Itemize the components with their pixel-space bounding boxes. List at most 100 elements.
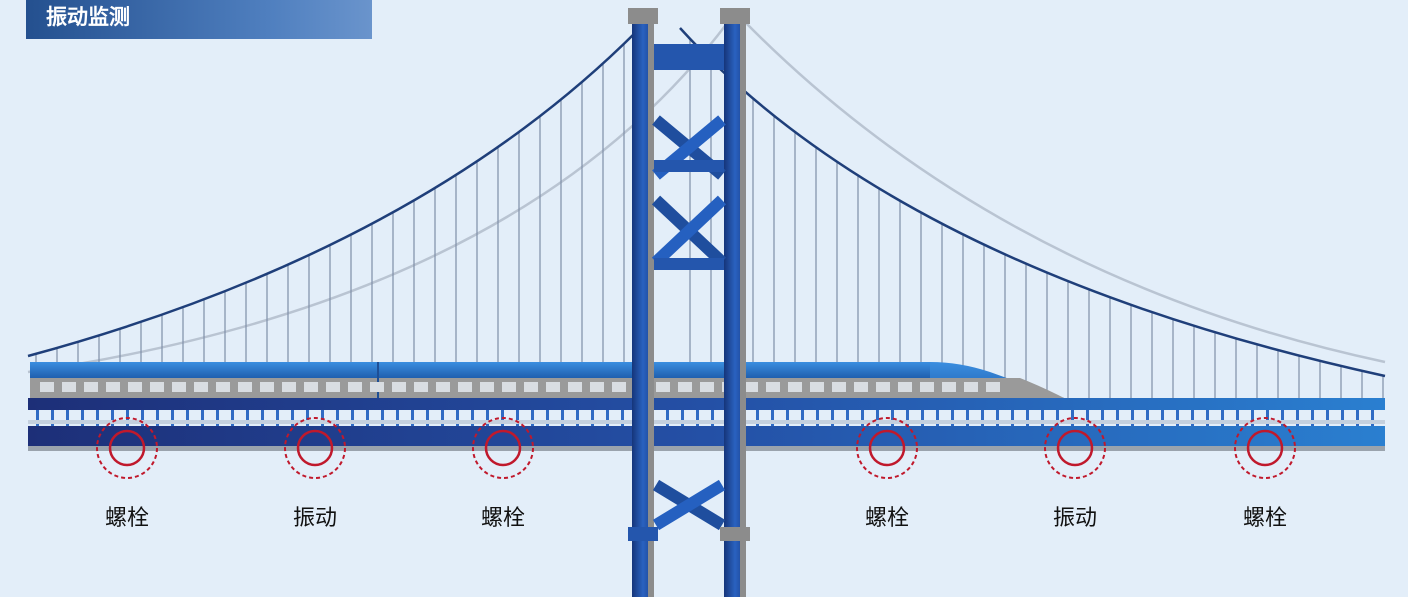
train-window [436, 382, 450, 392]
deck-truss-post [36, 410, 39, 426]
deck-truss-post [81, 410, 84, 426]
deck-truss-post [201, 410, 204, 426]
tower-leg-left-cap [628, 8, 658, 24]
deck-truss-post [396, 410, 399, 426]
train-window [216, 382, 230, 392]
train-window [260, 382, 274, 392]
deck-truss-post [231, 410, 234, 426]
deck-truss-post [156, 410, 159, 426]
sensor-label-bolt-3: 螺栓 [864, 506, 909, 531]
train-window [788, 382, 802, 392]
sensor-label-vibration-2: 振动 [1052, 506, 1097, 531]
tower-x-brace-2-b [651, 195, 727, 267]
deck-truss-post [1281, 410, 1284, 426]
deck-truss-post [1326, 410, 1329, 426]
tower-crossbeam [654, 44, 724, 70]
train-window [194, 382, 208, 392]
train-window [810, 382, 824, 392]
deck-truss-post [666, 410, 669, 426]
deck-truss-post [1221, 410, 1224, 426]
deck-truss-post [1191, 410, 1194, 426]
deck-truss-post [591, 410, 594, 426]
deck-truss-post [336, 410, 339, 426]
deck-truss-post [1176, 410, 1179, 426]
deck-truss-post [801, 410, 804, 426]
back-main-cable-right [744, 21, 1386, 364]
train-window [986, 382, 1000, 392]
deck-truss-post [786, 410, 789, 426]
deck-truss-post [291, 410, 294, 426]
deck-truss-post [51, 410, 54, 426]
sensor-outer-ring [472, 417, 534, 479]
sensor-outer-ring [96, 417, 158, 479]
train-nose-body [1020, 378, 1068, 400]
train-window [238, 382, 252, 392]
tower-x-brace-3-b [652, 479, 726, 531]
sensor-inner-ring [1246, 429, 1284, 467]
train-window [458, 382, 472, 392]
deck-girder [28, 426, 1385, 446]
train-window [480, 382, 494, 392]
train-window [678, 382, 692, 392]
train-window [700, 382, 714, 392]
sensor-label-bolt-2: 螺栓 [480, 506, 525, 531]
deck-truss-post [261, 410, 264, 426]
sensor-label-bolt-4: 螺栓 [1242, 506, 1287, 531]
back-main-cable-left [27, 21, 730, 374]
tower-leg-left-edge [648, 12, 654, 597]
deck-truss-post [111, 410, 114, 426]
deck-truss-post [1116, 410, 1119, 426]
deck-truss-post [846, 410, 849, 426]
page-title: 振动监测 [26, 0, 372, 39]
sensor-inner-ring [1056, 429, 1094, 467]
deck-truss-post [1206, 410, 1209, 426]
deck-truss-post [831, 410, 834, 426]
deck-truss-post [1011, 410, 1014, 426]
train-window [744, 382, 758, 392]
tower-leg-right-edge [740, 12, 746, 597]
sensor-inner-ring [296, 429, 334, 467]
deck-truss-post [771, 410, 774, 426]
train-window [40, 382, 54, 392]
train-window [172, 382, 186, 392]
deck-truss-post [1146, 410, 1149, 426]
deck-truss-post [1041, 410, 1044, 426]
train-window [590, 382, 604, 392]
sensor-inner-ring [484, 429, 522, 467]
sensor-outer-ring [1234, 417, 1296, 479]
deck-truss-post [696, 410, 699, 426]
deck-truss-post [171, 410, 174, 426]
deck-truss-post [621, 410, 624, 426]
deck-truss-post [486, 410, 489, 426]
train-window [414, 382, 428, 392]
deck-truss-post [351, 410, 354, 426]
deck-truss-post [561, 410, 564, 426]
sensor-outer-ring [856, 417, 918, 479]
train-window [106, 382, 120, 392]
deck-truss-post [711, 410, 714, 426]
deck-truss-post [141, 410, 144, 426]
sensor-label-vibration-1: 振动 [292, 506, 337, 531]
deck-truss-post [576, 410, 579, 426]
tower-foot-left [628, 527, 658, 541]
train-window [920, 382, 934, 392]
deck-truss-post [966, 410, 969, 426]
sensor-marker-vibration [1044, 417, 1106, 479]
train-window [62, 382, 76, 392]
train-window [964, 382, 978, 392]
deck-truss-post [606, 410, 609, 426]
deck-truss-post [471, 410, 474, 426]
deck-rail [28, 420, 1385, 424]
deck-truss-post [921, 410, 924, 426]
deck-truss-post [891, 410, 894, 426]
deck-truss-post [441, 410, 444, 426]
train-window [898, 382, 912, 392]
deck-top-chord [28, 398, 1385, 410]
train-window [942, 382, 956, 392]
tower-leg-right-cap [720, 8, 750, 24]
main-cable-left [27, 27, 641, 358]
deck-truss-post [936, 410, 939, 426]
main-cable-right [679, 27, 1386, 378]
train-window [876, 382, 890, 392]
deck-truss-post [411, 410, 414, 426]
